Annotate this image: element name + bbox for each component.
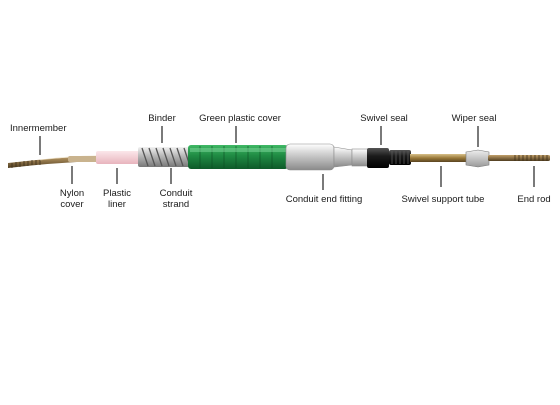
label-plastic-liner: Plastic liner xyxy=(103,188,131,210)
end-rod-part xyxy=(488,155,550,161)
swivel-seal-part xyxy=(367,148,411,168)
label-binder: Binder xyxy=(148,113,176,124)
plastic-liner-part xyxy=(96,151,140,164)
label-conduit-strand-line2: strand xyxy=(162,199,190,210)
nylon-cover-part xyxy=(68,156,98,162)
conduit-strand-part xyxy=(138,147,191,167)
label-plastic-liner-line1: Plastic xyxy=(103,188,131,199)
label-nylon-cover-line2: cover xyxy=(60,199,84,210)
label-swivel-support-tube: Swivel support tube xyxy=(401,194,485,205)
label-conduit-strand: Conduit strand xyxy=(160,188,193,210)
label-innermember: Innermember xyxy=(10,123,67,134)
label-wiper-seal: Wiper seal xyxy=(451,113,497,124)
label-plastic-liner-line2: liner xyxy=(108,199,126,210)
wiper-seal-part xyxy=(465,149,490,168)
label-swivel-seal: Swivel seal xyxy=(360,113,408,124)
green-plastic-cover-part xyxy=(188,145,288,169)
label-green-plastic-cover: Green plastic cover xyxy=(199,113,281,124)
conduit-end-fitting-part xyxy=(285,143,369,171)
label-conduit-strand-line1: Conduit xyxy=(159,188,193,199)
label-nylon-cover-line1: Nylon xyxy=(59,188,85,199)
label-end-rod: End rod xyxy=(517,194,551,205)
swivel-support-tube-part xyxy=(410,154,468,162)
label-nylon-cover: Nylon cover xyxy=(60,188,84,210)
label-conduit-end-fitting: Conduit end fitting xyxy=(285,194,363,205)
leader-lines xyxy=(39,126,535,190)
